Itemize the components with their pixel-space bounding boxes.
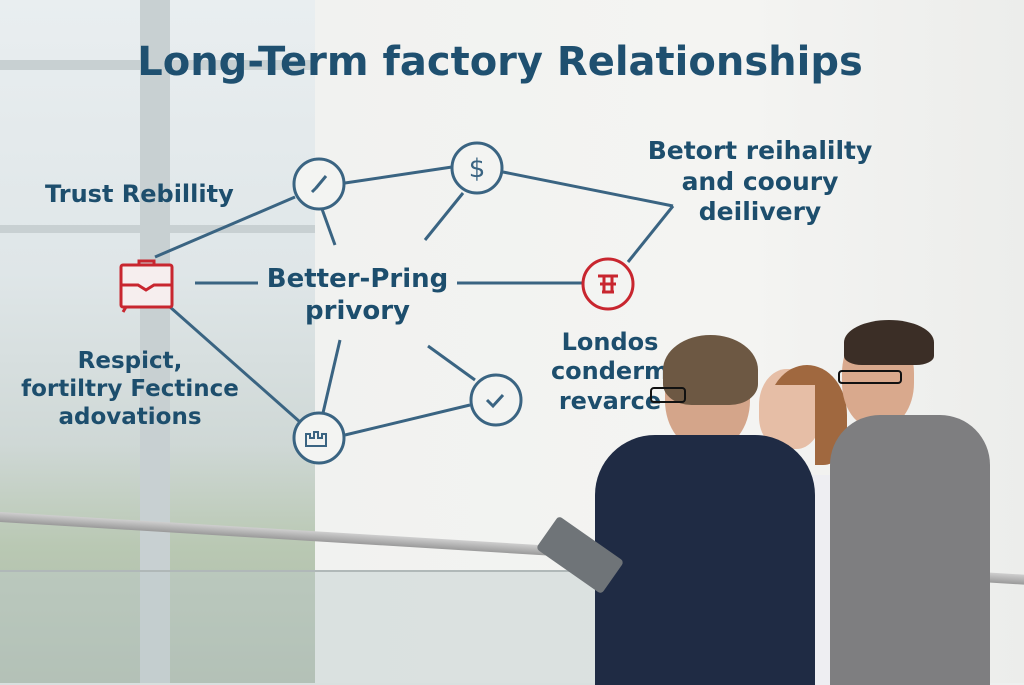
dollar-icon — [450, 141, 504, 195]
connector-line — [427, 344, 476, 382]
label-line: adovations — [58, 404, 202, 431]
svg-text:$: $ — [469, 154, 486, 184]
label-line: Respict, — [77, 348, 183, 374]
connector-line — [320, 208, 337, 246]
office-window — [0, 0, 320, 683]
person-man-left — [535, 335, 820, 685]
label-line: privory — [305, 295, 410, 326]
label-left-bottom: Respict, fortiltry Fectince adovations — [10, 347, 250, 431]
label-right-bottom: Londos conderm revarce — [535, 328, 685, 416]
briefcase-icon — [119, 259, 174, 313]
connector-line — [154, 195, 296, 259]
page-title: Long-Term factory Relationships — [137, 39, 863, 85]
label-trust: Trust Rebillity — [45, 180, 234, 208]
person-man-right — [820, 320, 990, 685]
window-mullion — [140, 0, 170, 683]
connector-line — [502, 170, 674, 208]
label-line: Betort reihalilty — [647, 136, 873, 165]
label-line: deilivery — [698, 197, 822, 226]
label-line: and cooury — [681, 166, 839, 196]
window-mullion — [0, 60, 320, 70]
connector-line — [344, 403, 471, 437]
label-line: Londos — [561, 328, 659, 356]
check-icon — [469, 373, 523, 427]
connector-line — [344, 165, 453, 185]
label-center: Better-Pring privory — [255, 264, 460, 327]
connector-line — [626, 205, 675, 263]
label-right-top: Betort reihalilty and cooury deilivery — [640, 136, 880, 228]
label-line: fortiltry Fectince — [21, 376, 239, 403]
connector-line — [169, 305, 301, 424]
glass-balustrade — [0, 570, 640, 685]
label-line: revarce — [558, 386, 662, 415]
label-line: conderm — [550, 357, 670, 386]
connector-line — [423, 192, 465, 241]
connector-line — [321, 339, 342, 414]
window-mullion — [0, 225, 320, 233]
label-line: Better-Pring — [266, 264, 449, 294]
